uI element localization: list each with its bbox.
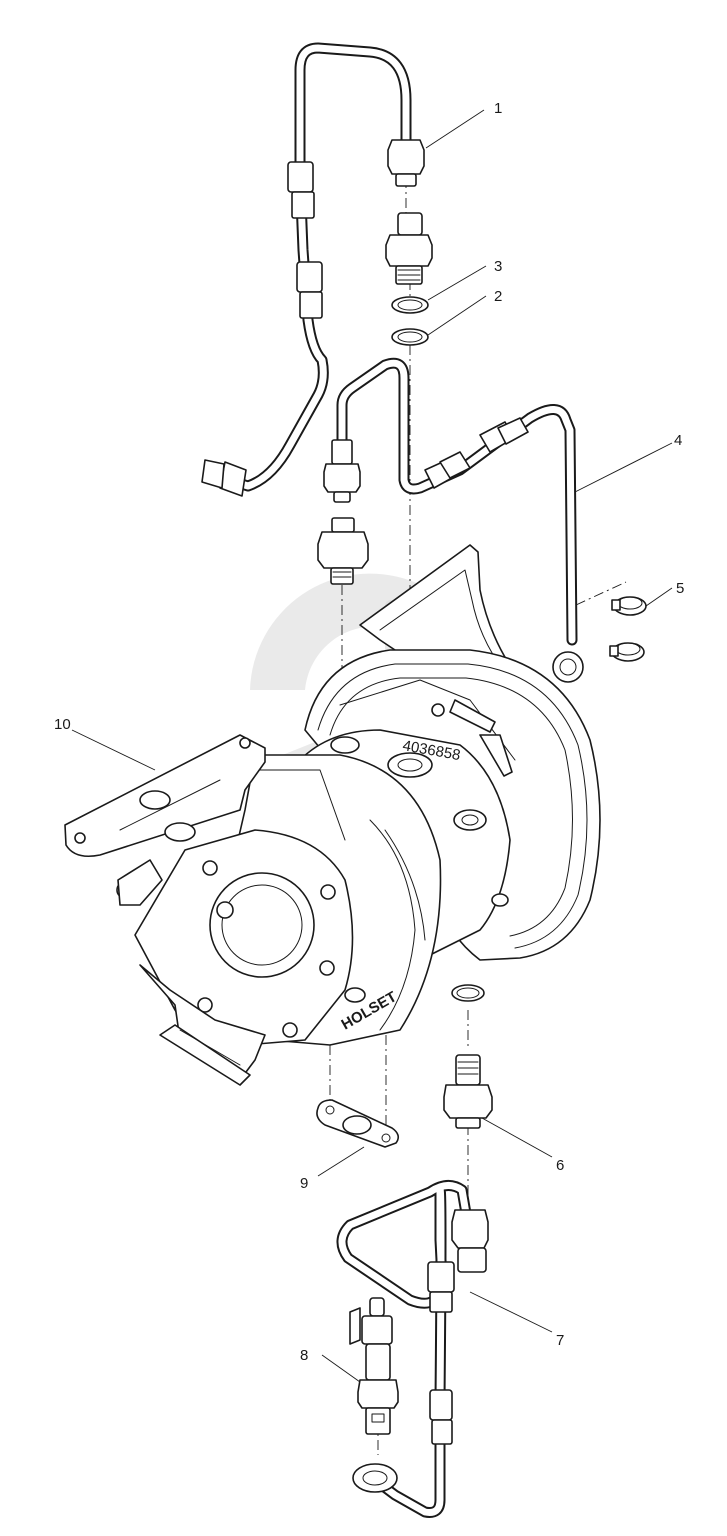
callout-9: 9 [300,1175,308,1192]
callout-5: 5 [676,580,684,597]
callout-8: 8 [300,1347,308,1364]
breather-valve [349,1297,399,1435]
callout-labels: 1 2 3 4 5 6 7 8 9 10 [54,100,684,1364]
oil-feed-pipe-upper [201,42,425,497]
oil-feed-line [323,357,584,683]
oil-drain-gasket [316,1099,400,1148]
callout-1: 1 [494,100,502,117]
sealing-ring-2 [391,328,429,346]
hose-clamps [609,596,647,662]
callout-7: 7 [556,1332,564,1349]
adapter-fitting-upper [385,212,433,285]
oil-return-pipe [336,1180,489,1518]
oil-return-adapter [443,1054,493,1129]
callout-10: 10 [54,716,71,733]
leader-lines [71,109,673,1383]
o-ring-lower [451,984,485,1002]
callout-3: 3 [494,258,502,275]
oil-feed-adapter [317,517,369,585]
callout-2: 2 [494,288,502,305]
turbocharger-body: 4036858 HOLSET [64,544,601,1086]
sealing-ring-3 [391,296,429,314]
callout-4: 4 [674,432,682,449]
callout-6: 6 [556,1157,564,1174]
